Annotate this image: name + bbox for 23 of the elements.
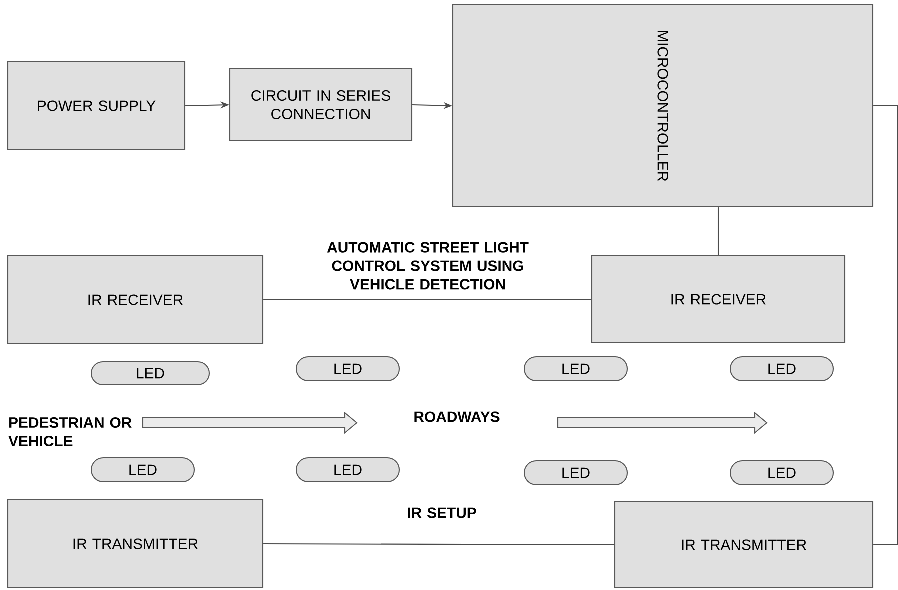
road-label: IR SETUP (408, 508, 476, 518)
led-capsule: LED (296, 356, 400, 382)
connector (264, 298, 592, 301)
receiver-box: IR RECEIVER (591, 255, 846, 344)
connector (264, 543, 614, 546)
connector (718, 208, 720, 256)
led-capsule: LED (91, 457, 196, 483)
led-capsule: LED (730, 460, 834, 486)
diagram-title: AUTOMATIC STREET LIGHT CONTROL SYSTEM USING VEHICLE DETECTION (327, 242, 529, 290)
led-capsule: LED (730, 356, 834, 382)
road-label: PEDESTRIAN OR VEHICLE (8, 418, 132, 446)
transmitter-box: IR TRANSMITTER (7, 499, 264, 589)
process-box: POWER SUPPLY (7, 61, 186, 151)
connector (874, 105, 898, 546)
led-capsule: LED (524, 460, 628, 486)
road-label: ROADWAYS (414, 412, 500, 422)
transmitter-box: IR TRANSMITTER (614, 501, 874, 589)
controller-box: MICROCONTROLLER (452, 4, 874, 208)
receiver-box: IR RECEIVER (7, 255, 264, 345)
led-capsule: LED (91, 361, 210, 386)
led-capsule: LED (524, 356, 628, 382)
led-capsule: LED (296, 457, 400, 483)
process-box: CIRCUIT IN SERIES CONNECTION (229, 68, 413, 142)
